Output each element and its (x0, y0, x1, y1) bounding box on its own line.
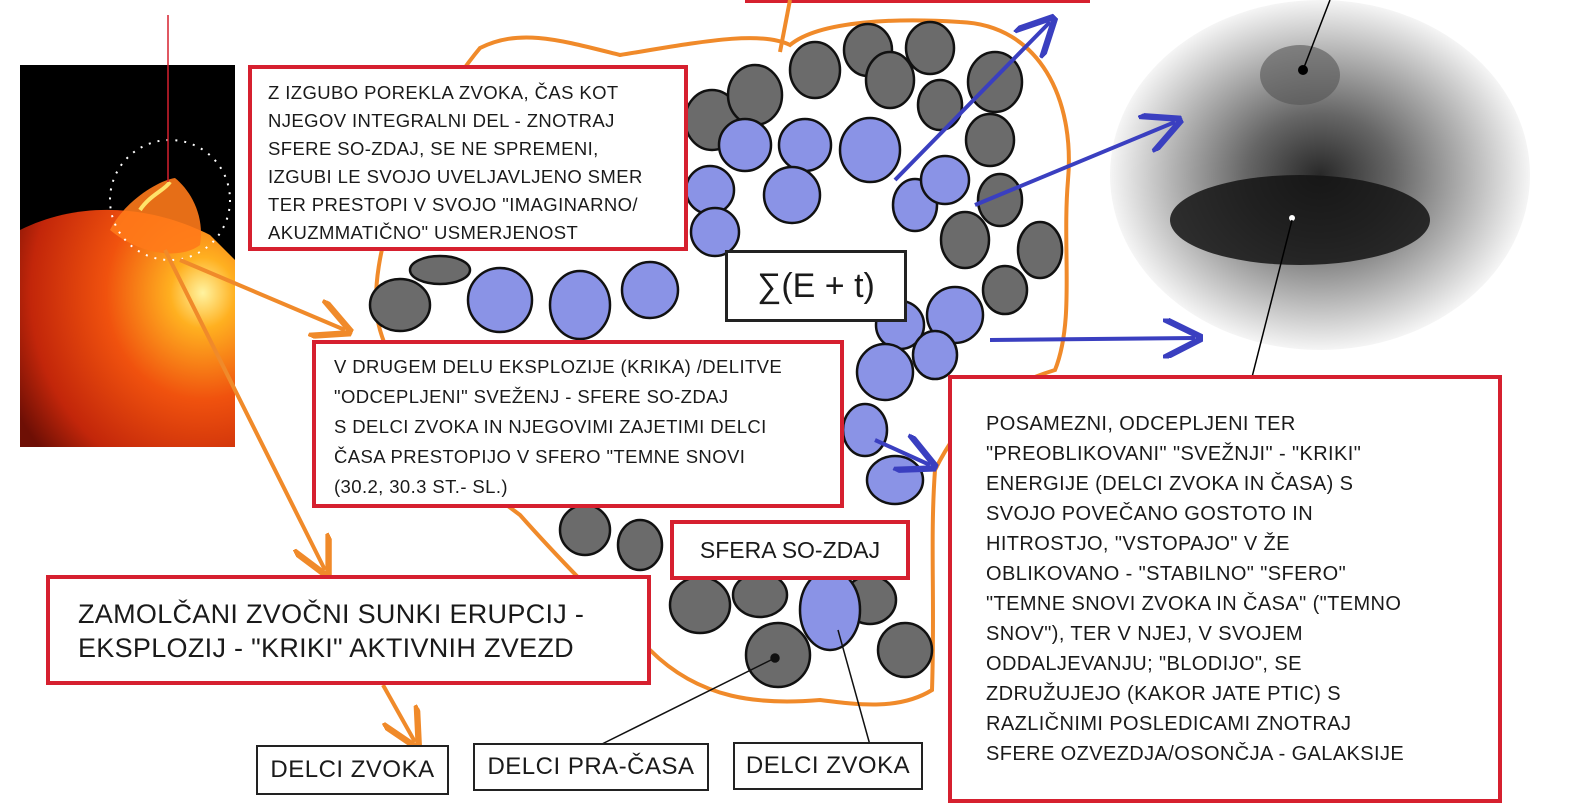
info-box-top-text: Z IZGUBO POREKLA ZVOKA, ČAS KOT NJEGOV I… (268, 82, 643, 243)
label-pointers (599, 629, 871, 746)
blue-arrows (874, 22, 1195, 465)
info-box-left-bottom-text: ZAMOLČANI ZVOČNI SUNKI ERUPCIJ - EKSPLOZ… (78, 599, 585, 663)
sfera-so-zdaj-label: SFERA SO-ZDAJ (670, 520, 910, 580)
info-box-left-bottom: ZAMOLČANI ZVOČNI SUNKI ERUPCIJ - EKSPLOZ… (46, 575, 651, 685)
sfera-so-zdaj-text: SFERA SO-ZDAJ (699, 536, 881, 563)
sun-eruption-image (20, 65, 235, 447)
galaxy-image (1110, 0, 1530, 386)
label-delci-pra-casa: DELCI PRA-ČASA (473, 743, 709, 791)
label-delci-pra-casa-text: DELCI PRA-ČASA (487, 753, 695, 780)
info-box-middle: V DRUGEM DELU EKSPLOZIJE (KRIKA) /DELITV… (312, 340, 844, 508)
label-delci-zvoka-2-text: DELCI ZVOKA (745, 752, 911, 779)
info-box-top: Z IZGUBO POREKLA ZVOKA, ČAS KOT NJEGOV I… (248, 65, 688, 251)
formula-box: ∑(E + t) (725, 250, 907, 322)
info-box-right-text: POSAMEZNI, ODCEPLJENI TER "PREOBLIKOVANI… (986, 413, 1405, 765)
label-delci-zvoka-2: DELCI ZVOKA (733, 742, 923, 790)
info-box-right: POSAMEZNI, ODCEPLJENI TER "PREOBLIKOVANI… (948, 375, 1502, 803)
orange-arrows (163, 0, 792, 742)
label-delci-zvoka-1: DELCI ZVOKA (256, 745, 449, 795)
info-box-middle-text: V DRUGEM DELU EKSPLOZIJE (KRIKA) /DELITV… (334, 356, 783, 497)
label-delci-zvoka-1-text: DELCI ZVOKA (270, 756, 435, 783)
formula-text: ∑(E + t) (757, 266, 875, 305)
particles-group (368, 20, 1064, 689)
